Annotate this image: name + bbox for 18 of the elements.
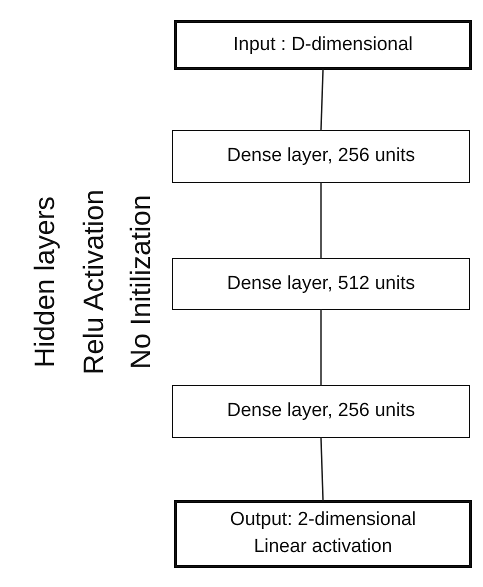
side-label: Relu Activation: [78, 189, 110, 375]
side-label: No Initilization: [125, 194, 157, 370]
layer-text: Dense layer, 512 units: [226, 272, 415, 296]
layer-text: Dense layer, 256 units: [226, 399, 415, 424]
layer-text: Output: 2-dimensional: [230, 508, 416, 532]
connector-line: [320, 70, 324, 130]
layer-box: [172, 130, 470, 183]
connector-line: [320, 183, 322, 258]
side-label: Hidden layers: [29, 196, 61, 368]
layer-text: Linear activation: [254, 535, 392, 559]
layer-box: [174, 500, 472, 568]
layer-text: Dense layer, 256 units: [226, 144, 415, 168]
connector-line: [320, 310, 322, 385]
connector-line: [320, 438, 324, 500]
layer-box: [172, 258, 470, 310]
layer-box: [174, 20, 472, 70]
layer-text: Input : D-dimensional: [233, 32, 413, 57]
layer-box: [172, 385, 470, 438]
